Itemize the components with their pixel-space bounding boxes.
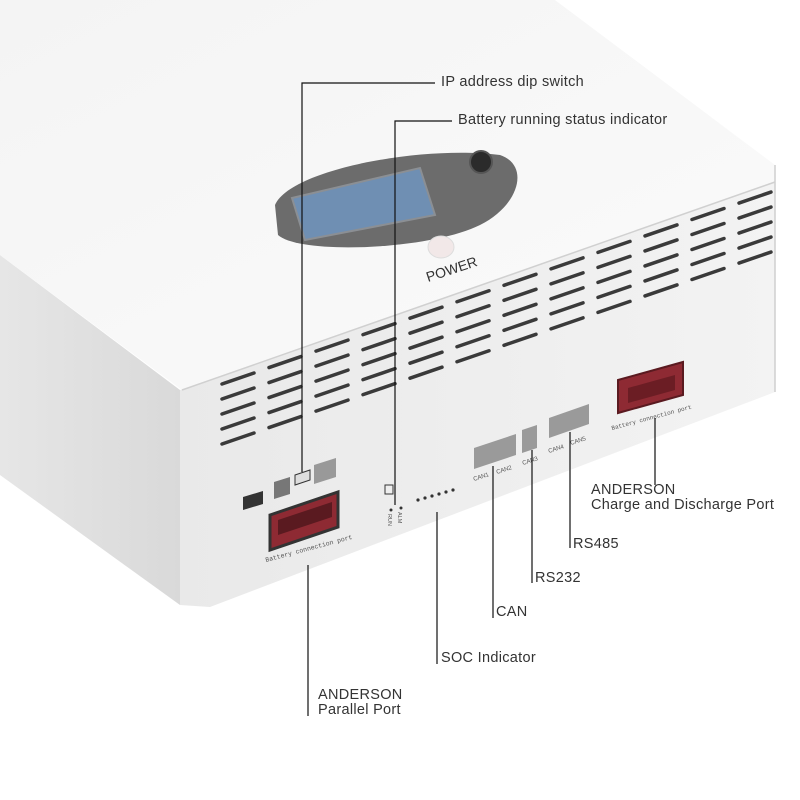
status-button bbox=[469, 150, 493, 174]
vent-slot bbox=[643, 283, 679, 298]
vent-slot bbox=[455, 289, 491, 304]
vent-slot bbox=[314, 338, 350, 353]
vent-slot bbox=[220, 431, 256, 446]
usb-b-port bbox=[274, 477, 290, 499]
vent-slot bbox=[502, 332, 538, 348]
callout-soc: SOC Indicator bbox=[441, 650, 536, 666]
can3-label: CAN3 bbox=[522, 456, 540, 467]
vent-slot bbox=[737, 190, 773, 205]
can-ports: CAN1 CAN2 CAN3 CAN4 CAN5 bbox=[473, 404, 589, 483]
alm-led-label: ALM bbox=[396, 512, 402, 524]
callout-anderson-charge-title: ANDERSON bbox=[591, 482, 676, 498]
can5-label: CAN5 bbox=[570, 436, 588, 447]
vent-slot bbox=[549, 256, 585, 271]
run-led-label: RUN bbox=[386, 514, 392, 526]
vent-slot bbox=[596, 254, 632, 270]
vent-slot bbox=[690, 236, 726, 252]
vent-slot bbox=[267, 369, 303, 385]
vent-slot bbox=[549, 271, 585, 286]
callout-ip-dip-switch: IP address dip switch bbox=[441, 74, 585, 90]
can2-label: CAN2 bbox=[496, 465, 514, 476]
vent-slot bbox=[408, 305, 444, 320]
vent-slot bbox=[737, 250, 773, 265]
vent-slot bbox=[737, 235, 773, 250]
vent-slot bbox=[314, 383, 350, 398]
vent-slot bbox=[220, 416, 256, 431]
vent-slot bbox=[408, 320, 444, 335]
vent-slot bbox=[361, 351, 397, 367]
left-side-face bbox=[0, 255, 180, 605]
vent-slot bbox=[643, 268, 679, 283]
status-indicator-square bbox=[384, 484, 394, 495]
callout-anderson-charge: ANDERSON Charge and Discharge Port bbox=[591, 483, 774, 513]
vent-slot bbox=[643, 223, 679, 238]
vent-slot bbox=[596, 299, 632, 315]
vent-slot bbox=[596, 284, 632, 300]
rj45-port bbox=[314, 458, 336, 484]
vent-slot bbox=[502, 317, 538, 333]
vent-slot bbox=[408, 365, 444, 380]
vent-slot bbox=[220, 371, 256, 386]
vent-slot bbox=[455, 349, 491, 364]
vent-slot bbox=[220, 386, 256, 401]
vent-slot bbox=[220, 401, 256, 416]
callout-anderson-parallel-desc: Parallel Port bbox=[318, 702, 401, 718]
vent-slot bbox=[455, 304, 491, 319]
vent-slot bbox=[267, 384, 303, 400]
vent-slot bbox=[267, 414, 303, 430]
callout-rs232: RS232 bbox=[535, 570, 581, 586]
vent-slot bbox=[361, 381, 397, 397]
vent-slot bbox=[690, 206, 726, 222]
vent-slot bbox=[267, 399, 303, 415]
vent-slot bbox=[314, 368, 350, 383]
lcd-screen bbox=[290, 166, 437, 242]
ip-dip-switch bbox=[294, 469, 311, 486]
vent-slot bbox=[549, 301, 585, 316]
vent-slot bbox=[314, 353, 350, 368]
vent-slot bbox=[502, 302, 538, 318]
vent-grille bbox=[220, 190, 773, 446]
vent-slot bbox=[408, 335, 444, 350]
vent-slot bbox=[737, 220, 773, 235]
callout-status-indicator: Battery running status indicator bbox=[458, 112, 668, 128]
callout-anderson-charge-desc: Charge and Discharge Port bbox=[591, 497, 775, 513]
vent-slot bbox=[361, 321, 397, 337]
vent-slot bbox=[408, 350, 444, 365]
usb-port bbox=[243, 491, 263, 510]
run-led bbox=[389, 508, 393, 512]
vent-slot bbox=[502, 272, 538, 288]
vent-slot bbox=[502, 287, 538, 303]
vent-slot bbox=[361, 336, 397, 352]
vent-slot bbox=[643, 253, 679, 268]
vent-slot bbox=[596, 239, 632, 255]
vent-slot bbox=[737, 205, 773, 220]
callout-anderson-parallel-title: ANDERSON bbox=[318, 687, 403, 703]
vent-slot bbox=[690, 266, 726, 282]
vent-slot bbox=[455, 334, 491, 349]
alm-led bbox=[399, 506, 403, 510]
vent-slot bbox=[643, 238, 679, 253]
callout-rs485: RS485 bbox=[573, 536, 619, 552]
power-button[interactable] bbox=[427, 235, 455, 259]
vent-slot bbox=[549, 316, 585, 331]
callout-lines bbox=[301, 82, 656, 716]
callout-anderson-parallel: ANDERSON Parallel Port bbox=[318, 688, 403, 718]
vent-slot bbox=[596, 269, 632, 285]
can1-label: CAN1 bbox=[473, 472, 491, 483]
vent-slot bbox=[314, 398, 350, 413]
soc-leds bbox=[416, 488, 455, 502]
vent-slot bbox=[361, 366, 397, 382]
vent-slot bbox=[455, 319, 491, 334]
vent-slot bbox=[690, 221, 726, 237]
vent-slot bbox=[690, 251, 726, 267]
vent-slot bbox=[267, 354, 303, 370]
vent-slot bbox=[549, 286, 585, 301]
can4-label: CAN4 bbox=[548, 444, 566, 455]
callout-can: CAN bbox=[496, 604, 528, 620]
